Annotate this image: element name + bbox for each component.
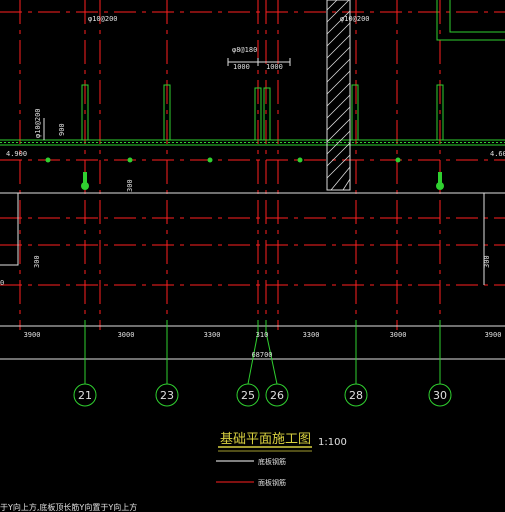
spacing-label: 3900 (485, 331, 502, 339)
rebar-posts (81, 84, 444, 141)
rebar-label-left-vertical: φ10@200 (34, 108, 42, 138)
dimension-1000-a: 1000 (233, 63, 250, 71)
drawing-scale: 1:100 (318, 437, 347, 448)
top-right-frame (436, 0, 505, 41)
grid-lines-horizontal (0, 11, 505, 286)
axis-label-30: 30 (433, 389, 447, 402)
axis-label-26: 26 (270, 389, 284, 402)
bottom-note: 于Y向上方,底板顶长筋Y向置于Y向上方 (0, 502, 137, 512)
dimension-1000-b: 1000 (266, 63, 283, 71)
left-edge-number: 0 (0, 279, 4, 287)
dimension-300-b: 300 (33, 255, 41, 268)
spacing-label: 3000 (118, 331, 135, 339)
elevation-right: 4.60 (490, 150, 505, 158)
axis-bubbles (73, 383, 452, 407)
axis-label-28: 28 (349, 389, 363, 402)
spacing-label: 3300 (204, 331, 221, 339)
rebar-label-middle: φ8@180 (232, 46, 257, 54)
elevation-left: 4.900 (6, 150, 27, 158)
axis-leaders (84, 331, 441, 385)
dimension-ticks (84, 320, 441, 332)
axis-label-23: 23 (160, 389, 174, 402)
rebar-label-top-left: φ10@200 (88, 15, 118, 23)
grid-lines (19, 0, 441, 330)
hatched-column (326, 0, 351, 191)
dimension-300-c: 300 (483, 255, 491, 268)
legend-label: 面板钢筋 (258, 478, 286, 487)
drawing-title: 基础平面施工图 (220, 432, 311, 447)
slab-outline (0, 192, 505, 285)
rebar-label-top-right: φ10@200 (340, 15, 370, 23)
total-dimension: 68700 (251, 351, 272, 359)
spacing-label: 310 (256, 331, 269, 339)
top-dimension-ticks (43, 58, 291, 140)
axis-label-25: 25 (241, 389, 255, 402)
dimension-900: 900 (58, 123, 66, 136)
spacing-label: 3000 (390, 331, 407, 339)
anchor-dots (45, 157, 444, 190)
axis-label-21: 21 (78, 389, 92, 402)
spacing-label: 3900 (24, 331, 41, 339)
legend-label: 底板钢筋 (258, 457, 286, 466)
legend: 底板钢筋 面板钢筋 (216, 457, 286, 487)
dimension-300-a: 300 (126, 179, 134, 192)
spacing-label: 3300 (303, 331, 320, 339)
